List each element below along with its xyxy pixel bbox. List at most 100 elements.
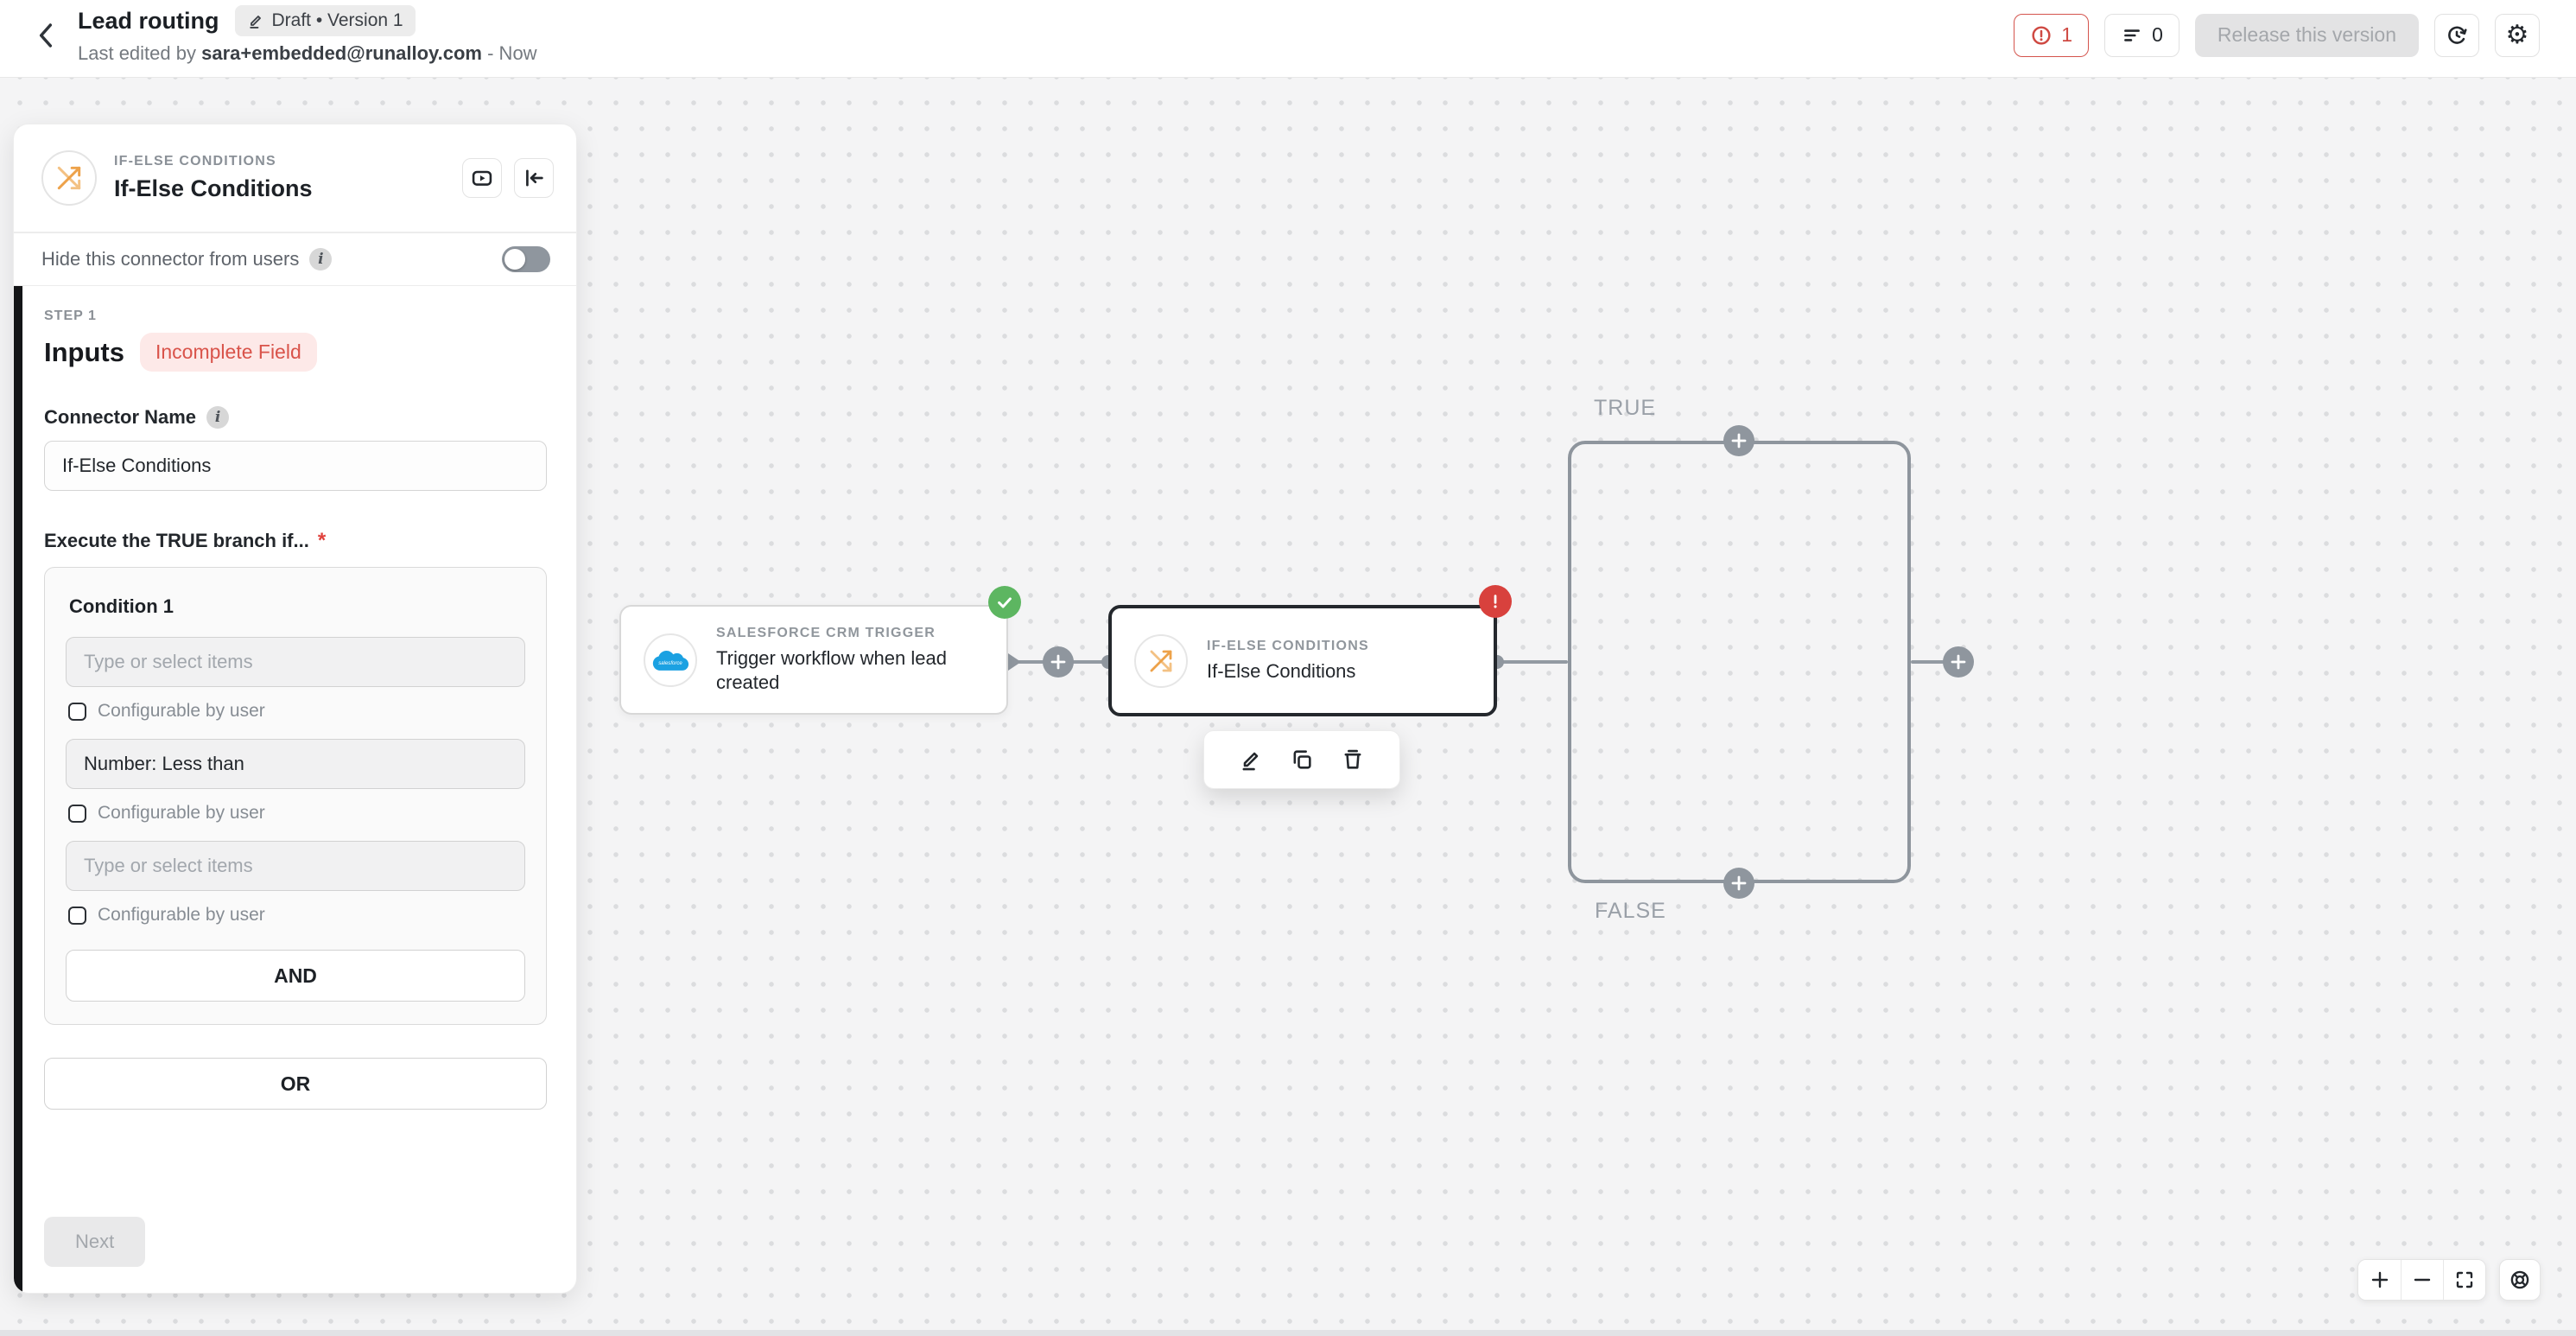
last-edited-line: Last edited by sara+embedded@runalloy.co… <box>78 42 537 64</box>
connector-line <box>1497 660 1568 664</box>
queue-count: 0 <box>2152 23 2163 46</box>
condition-error-badge <box>1479 585 1512 618</box>
title-block: Lead routing Draft • Version 1 Last edit… <box>78 5 537 65</box>
fit-view-button[interactable] <box>2443 1260 2485 1300</box>
svg-text:salesforce: salesforce <box>658 661 682 666</box>
connector-line <box>1911 660 1947 664</box>
tutorial-video-button[interactable] <box>462 158 502 198</box>
error-icon <box>2032 25 2051 45</box>
lifebuoy-icon <box>2510 1270 2529 1289</box>
salesforce-icon: salesforce <box>652 650 689 671</box>
add-step-button[interactable] <box>1043 646 1074 678</box>
next-button[interactable]: Next <box>44 1217 146 1267</box>
configurable-checkbox[interactable] <box>68 804 86 823</box>
plus-icon <box>1050 654 1066 670</box>
condition-title: Condition 1 <box>69 595 174 617</box>
condition-node-type: IF-ELSE CONDITIONS <box>1207 638 1369 653</box>
panel-header: IF-ELSE CONDITIONS If-Else Conditions <box>14 124 576 232</box>
add-false-step-button[interactable] <box>1723 868 1754 899</box>
configurable-label: Configurable by user <box>98 701 265 721</box>
top-bar-actions: 1 0 Release this version ⚙ <box>2014 13 2540 57</box>
plus-icon <box>1951 654 1966 670</box>
plus-icon <box>1731 433 1747 449</box>
condition-node[interactable]: IF-ELSE CONDITIONS If-Else Conditions <box>1108 605 1497 716</box>
trigger-node[interactable]: salesforce SALESFORCE CRM TRIGGER Trigge… <box>619 605 1008 715</box>
divider <box>14 232 576 233</box>
if-else-avatar <box>1134 633 1188 688</box>
condition-node-title: If-Else Conditions <box>1207 659 1356 682</box>
release-version-button[interactable]: Release this version <box>2194 13 2419 57</box>
add-after-branch-button[interactable] <box>1943 646 1974 678</box>
duplicate-node-button[interactable] <box>1283 741 1321 779</box>
fit-view-icon <box>2456 1271 2473 1288</box>
queue-button[interactable]: 0 <box>2104 13 2179 57</box>
check-icon <box>998 597 1012 608</box>
back-button[interactable] <box>26 16 66 55</box>
condition-right-operand-input[interactable] <box>66 841 525 891</box>
shuffle-icon <box>1150 650 1172 671</box>
or-button[interactable]: OR <box>44 1058 547 1110</box>
workflow-canvas[interactable]: TRUE FALSE salesforce SALESFORCE CRM TRI… <box>0 78 2576 1336</box>
connector-name-input[interactable] <box>44 441 547 491</box>
execute-true-label: Execute the TRUE branch if... <box>44 530 309 551</box>
settings-button[interactable]: ⚙ <box>2495 13 2540 57</box>
version-history-button[interactable] <box>2434 13 2479 57</box>
incomplete-field-badge: Incomplete Field <box>140 333 317 372</box>
canvas-zoom-controls <box>2357 1259 2486 1301</box>
configurable-checkbox[interactable] <box>68 702 86 721</box>
add-true-step-button[interactable] <box>1723 425 1754 456</box>
help-button[interactable] <box>2499 1259 2541 1301</box>
trash-icon <box>1344 749 1361 769</box>
required-asterisk: * <box>317 529 327 552</box>
condition-group: Condition 1 Configurable by user Number:… <box>44 567 547 1025</box>
collapse-panel-button[interactable] <box>514 158 554 198</box>
false-branch-label: FALSE <box>1595 899 1666 923</box>
operator-value: Number: Less than <box>84 753 244 774</box>
filter-lines-icon <box>2124 29 2140 41</box>
info-icon[interactable]: i <box>309 247 333 270</box>
hide-connector-label: Hide this connector from users <box>41 247 300 270</box>
edit-pencil-icon <box>249 16 261 29</box>
trigger-node-type: SALESFORCE CRM TRIGGER <box>716 626 936 640</box>
step-title: Inputs <box>44 336 124 367</box>
branch-bracket <box>1568 441 1911 883</box>
top-bar: Lead routing Draft • Version 1 Last edit… <box>0 0 2576 78</box>
trigger-valid-badge <box>988 586 1021 619</box>
output-handle-arrow <box>1008 653 1021 671</box>
back-chevron-icon <box>39 22 53 48</box>
copy-icon <box>1293 750 1311 769</box>
hide-connector-toggle[interactable] <box>502 245 550 272</box>
zoom-in-button[interactable] <box>2358 1260 2401 1300</box>
trigger-node-title: Trigger workflow when lead created <box>716 647 947 693</box>
configurable-checkbox[interactable] <box>68 906 86 925</box>
step-section: STEP 1 Inputs Incomplete Field Connector… <box>14 286 576 1293</box>
connector-type-label: IF-ELSE CONDITIONS <box>114 154 276 169</box>
configurable-label: Configurable by user <box>98 803 265 823</box>
edit-node-button[interactable] <box>1232 741 1270 779</box>
and-button[interactable]: AND <box>66 950 525 1002</box>
zoom-out-button[interactable] <box>2401 1260 2443 1300</box>
window-bottom-edge <box>0 1330 2576 1336</box>
node-toolbar <box>1203 730 1400 789</box>
condition-operator-select[interactable]: Number: Less than <box>66 739 525 789</box>
errors-button[interactable]: 1 <box>2014 13 2090 57</box>
edit-pencil-icon <box>1242 752 1258 771</box>
condition-left-operand-input[interactable] <box>66 637 525 687</box>
gear-icon: ⚙ <box>2505 19 2529 50</box>
info-icon[interactable]: i <box>206 406 230 429</box>
version-badge-label: Draft • Version 1 <box>271 10 403 30</box>
delete-node-button[interactable] <box>1334 741 1372 779</box>
history-icon <box>2448 26 2467 44</box>
error-count: 1 <box>2061 23 2073 46</box>
hide-connector-row: Hide this connector from users i <box>14 233 576 285</box>
plus-icon <box>1731 875 1747 891</box>
version-badge: Draft • Version 1 <box>234 5 416 36</box>
connector-config-panel: IF-ELSE CONDITIONS If-Else Conditions Hi… <box>13 124 577 1294</box>
alert-icon <box>1494 595 1497 608</box>
connector-title: If-Else Conditions <box>114 175 313 201</box>
video-icon <box>472 170 492 186</box>
collapse-left-icon <box>526 169 543 187</box>
configurable-label: Configurable by user <box>98 905 265 925</box>
minus-icon <box>2414 1278 2431 1282</box>
